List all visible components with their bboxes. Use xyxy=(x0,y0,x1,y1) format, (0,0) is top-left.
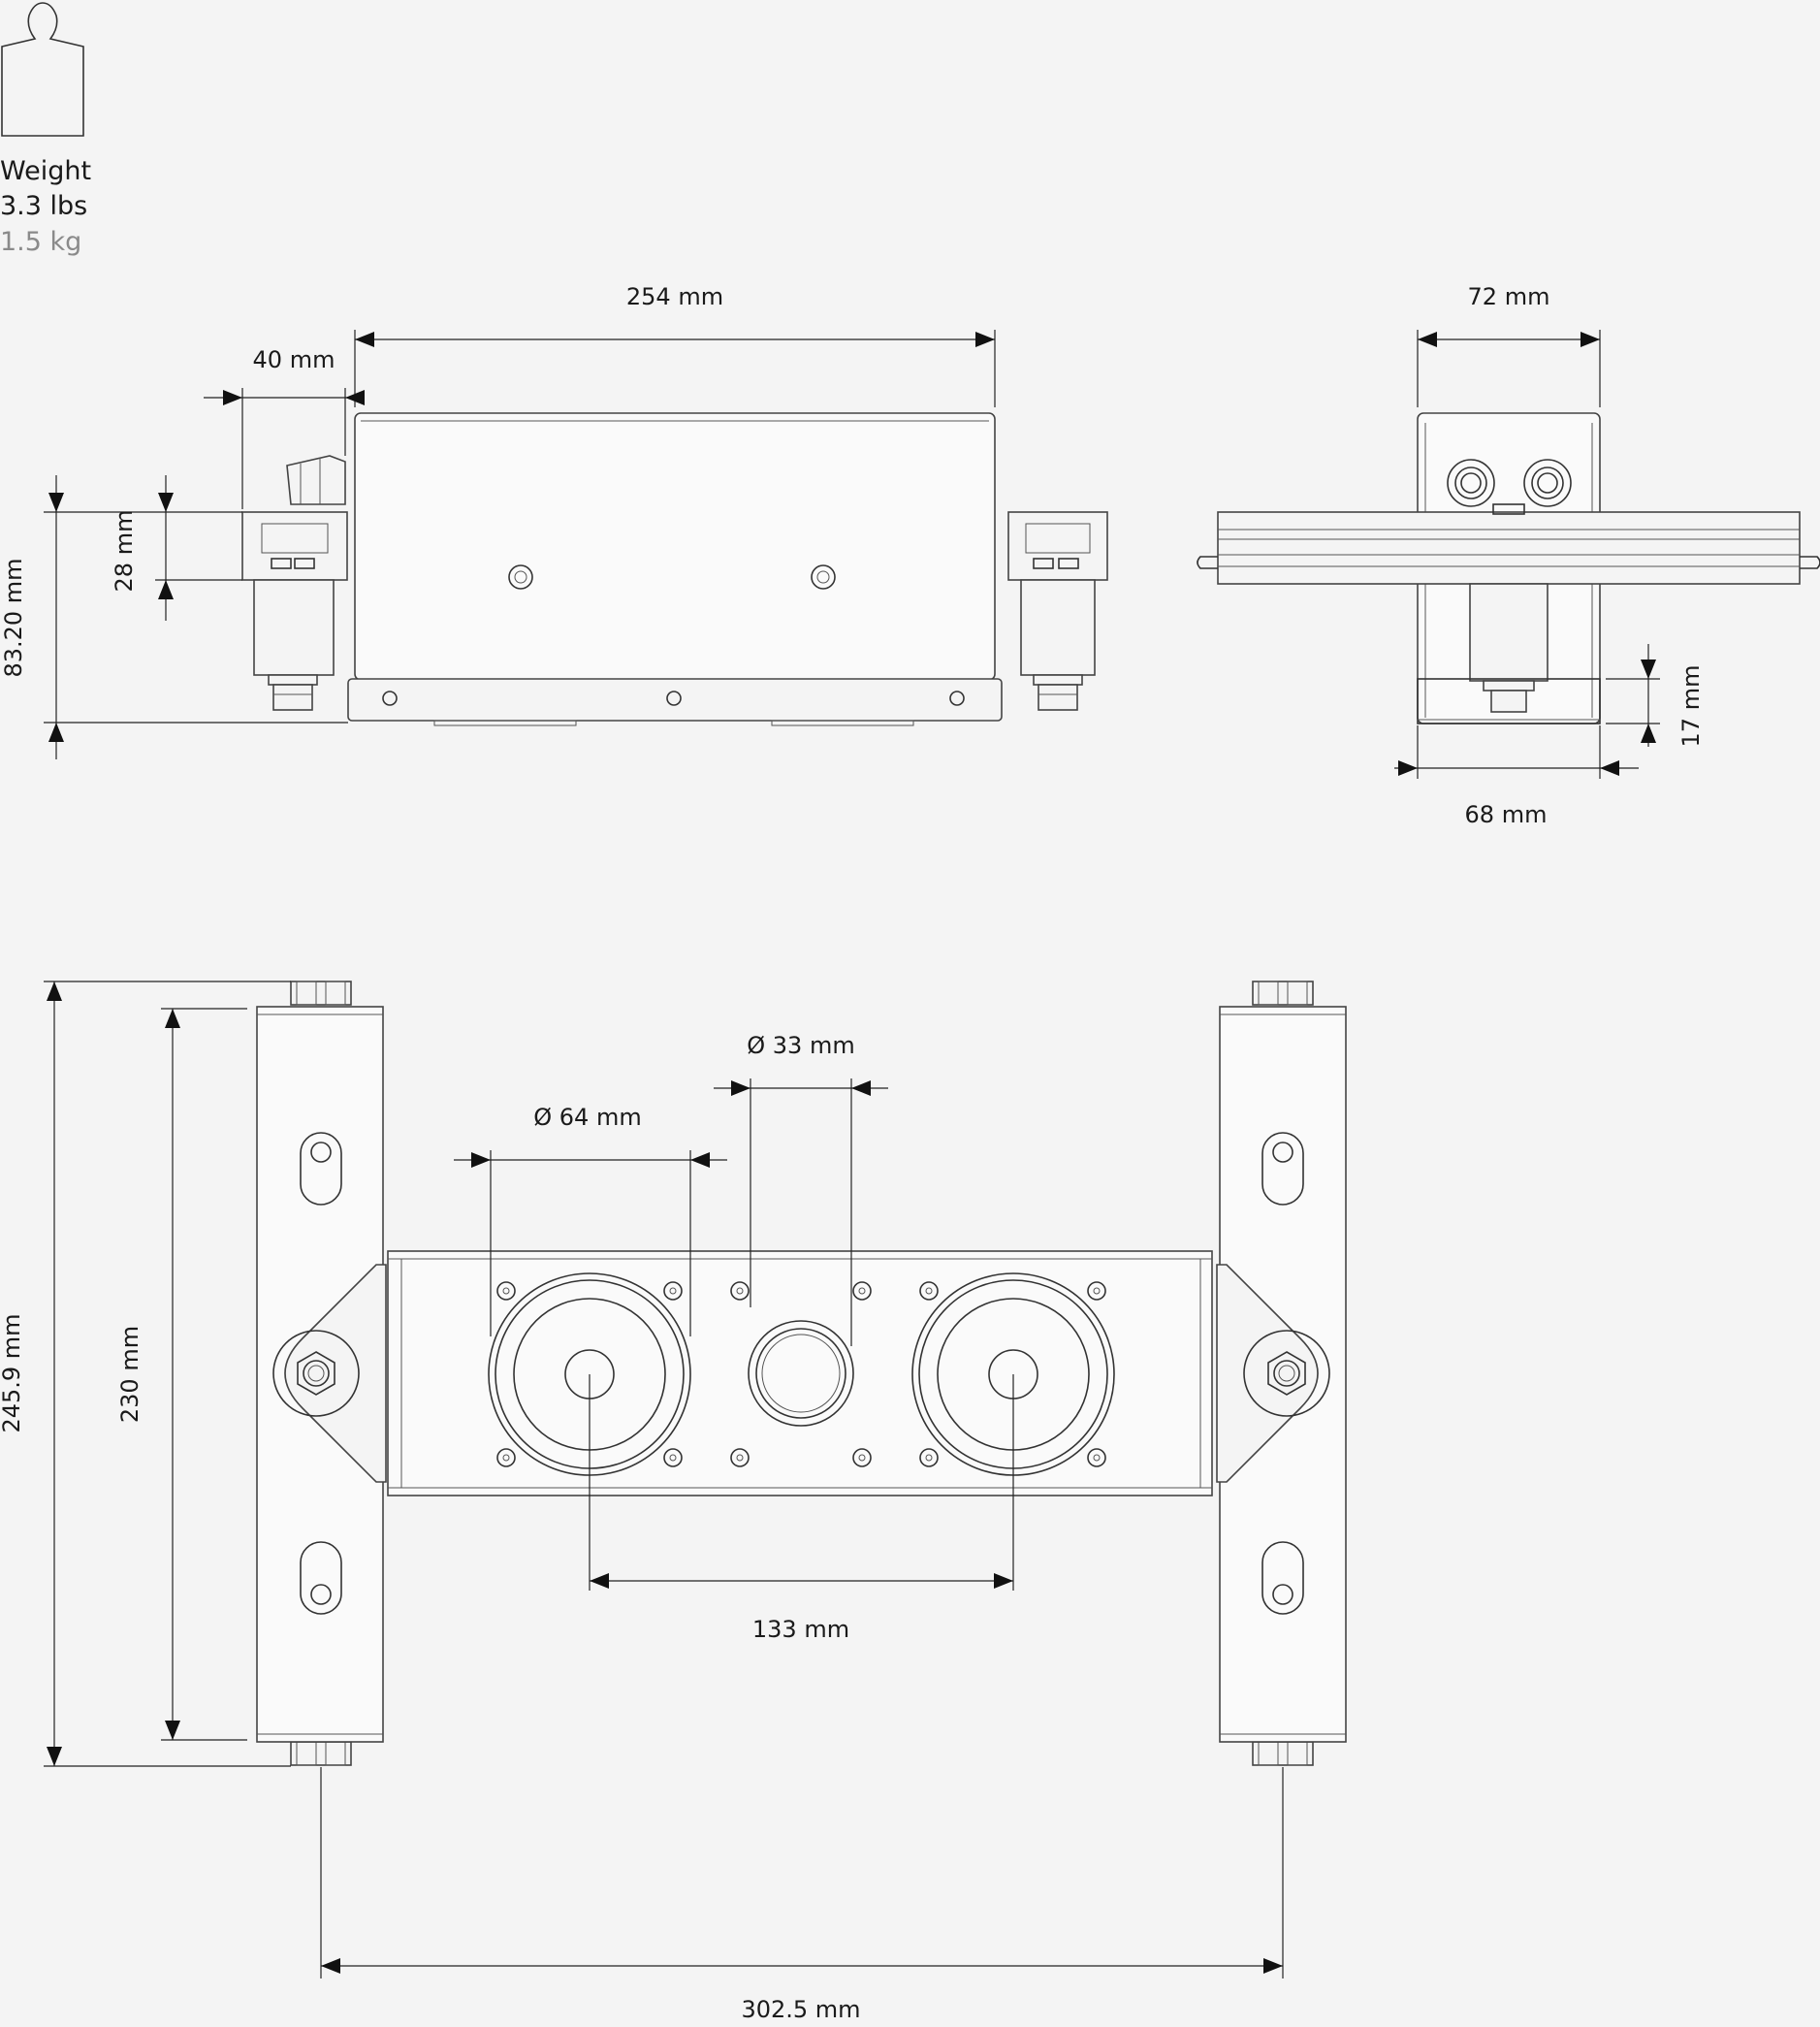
woofer-diameter-label: Ø 64 mm xyxy=(533,1104,641,1131)
weight-imperial: 3.3 lbs xyxy=(0,191,87,221)
screw-icon xyxy=(508,564,533,590)
connector xyxy=(286,455,346,505)
right-rail-clamp xyxy=(1007,511,1108,711)
end-view: 72 mm 68 mm 17 mm xyxy=(1197,283,1820,828)
rail-length-inner-label: 230 mm xyxy=(116,1326,144,1423)
knob-icon xyxy=(1523,459,1572,507)
speaker-housing xyxy=(354,412,996,681)
weight-metric: 1.5 kg xyxy=(0,227,81,257)
right-bracket xyxy=(1216,1264,1319,1483)
side-view: 254 mm 40 mm 83.20 mm 28 mm xyxy=(0,283,1108,759)
height-label: 83.20 mm xyxy=(0,558,27,677)
screw-icon xyxy=(811,564,836,590)
screw-icon xyxy=(1272,1142,1293,1163)
weight-icon xyxy=(1,2,84,137)
screw-icon xyxy=(310,1142,332,1163)
base-plate xyxy=(347,678,1003,722)
left-bracket xyxy=(284,1264,387,1483)
screw-icon xyxy=(310,1584,332,1605)
end-rail xyxy=(1217,511,1801,585)
bottom-width-label: 68 mm xyxy=(1465,801,1548,828)
left-rail-clamp xyxy=(241,511,348,711)
woofer-spacing-label: 133 mm xyxy=(752,1616,849,1643)
tweeter-diameter-label: Ø 33 mm xyxy=(747,1032,854,1059)
offset-label: 40 mm xyxy=(253,346,335,373)
knob-icon xyxy=(1447,459,1495,507)
nut-icon xyxy=(297,1351,335,1396)
tweeter xyxy=(748,1320,854,1427)
weight-label: Weight xyxy=(0,156,91,186)
end-motor xyxy=(1469,583,1549,682)
top-view: Ø 64 mm Ø 33 mm 133 mm 245.9 mm 230 mm xyxy=(0,981,1347,2023)
nut-icon xyxy=(1267,1351,1306,1396)
rail-length-outer-label: 245.9 mm xyxy=(0,1313,25,1432)
rail-spacing-label: 302.5 mm xyxy=(741,1996,860,2022)
screw-icon xyxy=(1272,1584,1293,1605)
length-label: 254 mm xyxy=(626,283,723,310)
front-screws xyxy=(496,1281,1106,1467)
rail-height-label: 28 mm xyxy=(111,510,138,593)
foot-height-label: 17 mm xyxy=(1677,665,1705,748)
top-width-label: 72 mm xyxy=(1468,283,1550,310)
